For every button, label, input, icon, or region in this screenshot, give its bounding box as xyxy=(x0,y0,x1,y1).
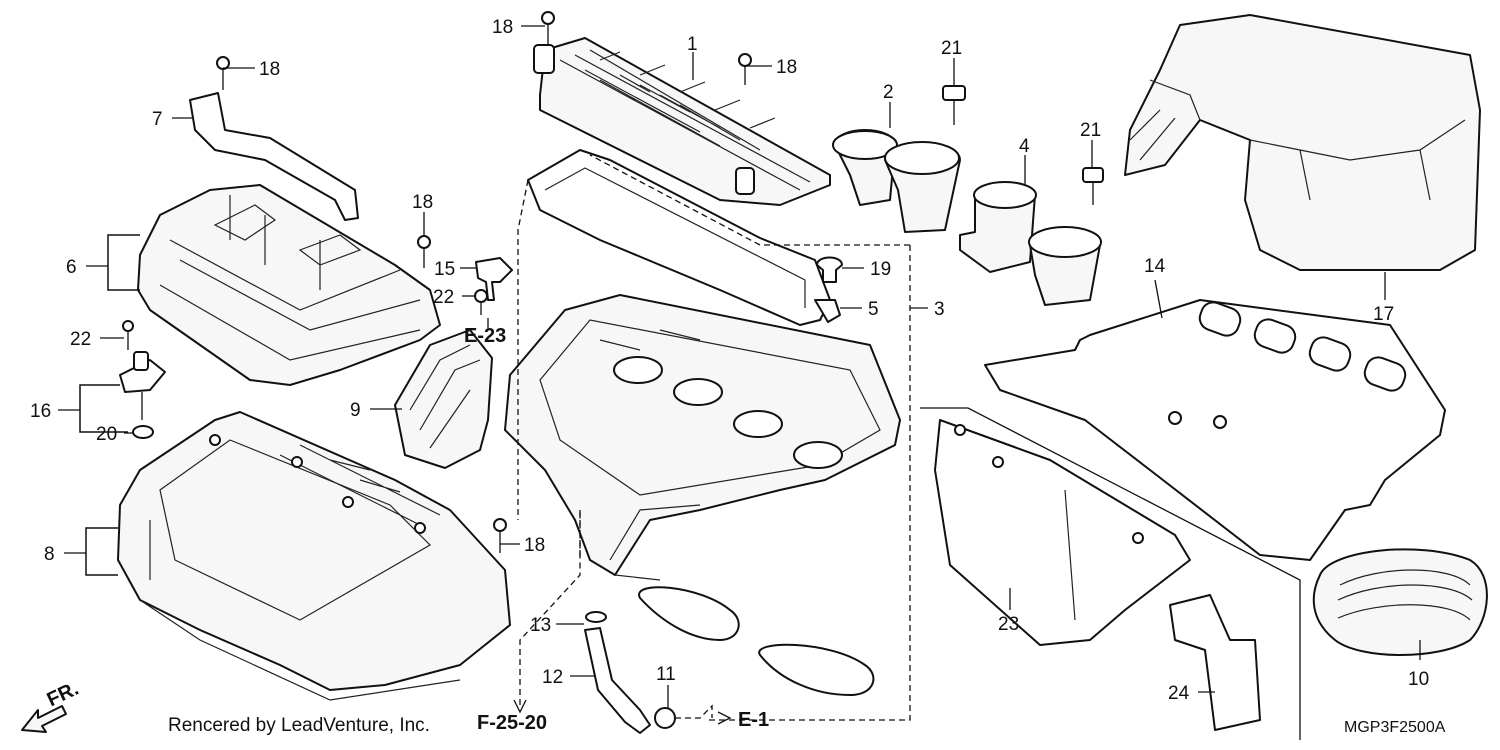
callout-labels: 1 2 3 4 5 6 7 8 9 10 11 12 13 14 15 16 1… xyxy=(30,17,1429,704)
joint-assembly xyxy=(119,351,166,439)
callout-10: 10 xyxy=(1408,669,1429,690)
callout-24: 24 xyxy=(1168,683,1190,704)
callout-16: 16 xyxy=(30,401,51,422)
callout-7: 7 xyxy=(152,109,163,130)
callout-3: 3 xyxy=(934,299,945,320)
filter-element-outline xyxy=(527,149,841,326)
ref-f-25-20: F-25-20 xyxy=(477,712,547,734)
plate-gasket xyxy=(984,299,1446,561)
callout-6: 6 xyxy=(66,257,77,278)
callout-18-d: 18 xyxy=(412,192,433,213)
ref-e-1: E-1 xyxy=(738,709,769,731)
callout-2: 2 xyxy=(883,82,894,103)
bracket-plate xyxy=(1169,594,1261,731)
callout-22-a: 22 xyxy=(70,329,91,350)
callout-12: 12 xyxy=(542,667,563,688)
callout-18-c: 18 xyxy=(776,57,797,78)
callout-9: 9 xyxy=(350,400,361,421)
callout-20: 20 xyxy=(96,424,117,445)
callout-14: 14 xyxy=(1144,256,1166,277)
callout-11: 11 xyxy=(656,664,676,685)
callout-17: 17 xyxy=(1373,304,1394,325)
drain-hose xyxy=(584,611,676,734)
funnel-set-2 xyxy=(832,129,961,233)
callout-8: 8 xyxy=(44,544,55,565)
upper-bracket xyxy=(189,92,359,221)
callout-15: 15 xyxy=(434,259,455,280)
upper-air-housing xyxy=(137,184,441,386)
callout-4: 4 xyxy=(1019,136,1030,157)
leader-lines xyxy=(21,25,1421,740)
callout-1: 1 xyxy=(687,34,698,55)
callout-22-b: 22 xyxy=(433,287,454,308)
funnel-set-4 xyxy=(959,181,1102,306)
fasteners xyxy=(122,11,1104,553)
callout-18-a: 18 xyxy=(259,59,280,80)
callout-21-b: 21 xyxy=(1080,120,1101,141)
front-direction-label: FR. xyxy=(44,678,82,712)
callout-13: 13 xyxy=(530,615,551,636)
heat-shield xyxy=(934,419,1191,646)
callout-19: 19 xyxy=(870,259,891,280)
callout-5: 5 xyxy=(868,299,879,320)
callout-18-b: 18 xyxy=(492,17,513,38)
callout-18-e: 18 xyxy=(524,535,545,556)
top-cover xyxy=(1124,14,1481,271)
callout-23: 23 xyxy=(998,614,1019,635)
credit-text: Rencered by LeadVenture, Inc. xyxy=(168,715,430,736)
ref-e-23: E-23 xyxy=(464,325,506,347)
air-cleaner-case xyxy=(504,294,901,581)
intake-duct xyxy=(394,329,493,469)
diagram-code: MGP3F2500A xyxy=(1344,719,1446,736)
air-cleaner-cover xyxy=(533,37,831,206)
lower-air-housing xyxy=(117,411,511,701)
air-duct-ring xyxy=(1312,548,1488,656)
lower-gaskets xyxy=(638,586,875,696)
callout-21-a: 21 xyxy=(941,38,962,59)
